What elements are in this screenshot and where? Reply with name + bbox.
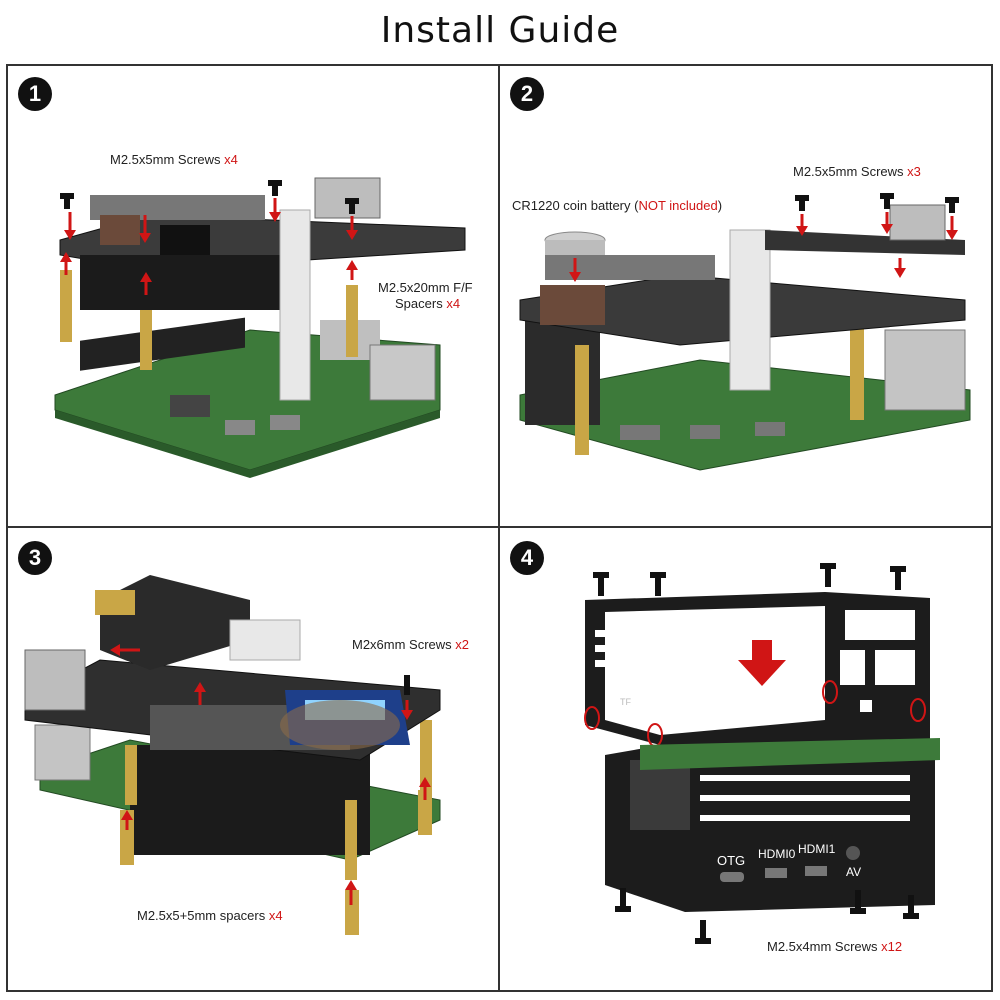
port-label-hdmi0: HDMI0 bbox=[758, 847, 796, 861]
screws-label-step-1: M2.5x5mm Screws x4 bbox=[110, 152, 238, 167]
page-title: Install Guide bbox=[380, 10, 620, 51]
spacers-label-step-1-line2: Spacers x4 bbox=[395, 296, 461, 311]
port-label-av: AV bbox=[846, 865, 862, 879]
step-badge-1: 1 bbox=[18, 77, 52, 111]
battery-label-step-2: CR1220 coin battery (NOT included) bbox=[512, 198, 723, 213]
screws-label-step-3: M2x6mm Screws x2 bbox=[352, 637, 470, 652]
case-marking-tf: TF bbox=[620, 697, 631, 707]
screws-label-step-4: M2.5x4mm Screws x12 bbox=[767, 939, 903, 954]
step-badge-3: 3 bbox=[18, 541, 52, 575]
port-label-hdmi1: HDMI1 bbox=[798, 842, 836, 856]
spacers-label-step-3: M2.5x5+5mm spacers x4 bbox=[137, 908, 283, 923]
port-label-otg: OTG bbox=[717, 853, 746, 868]
step-badge-4: 4 bbox=[510, 541, 544, 575]
screws-label-step-2: M2.5x5mm Screws x3 bbox=[793, 164, 921, 179]
spacers-label-step-1-line1: M2.5x20mm F/F bbox=[378, 280, 473, 295]
grid-divider-horizontal bbox=[6, 526, 993, 528]
grid-divider-vertical bbox=[498, 64, 500, 992]
step-badge-2: 2 bbox=[510, 77, 544, 111]
